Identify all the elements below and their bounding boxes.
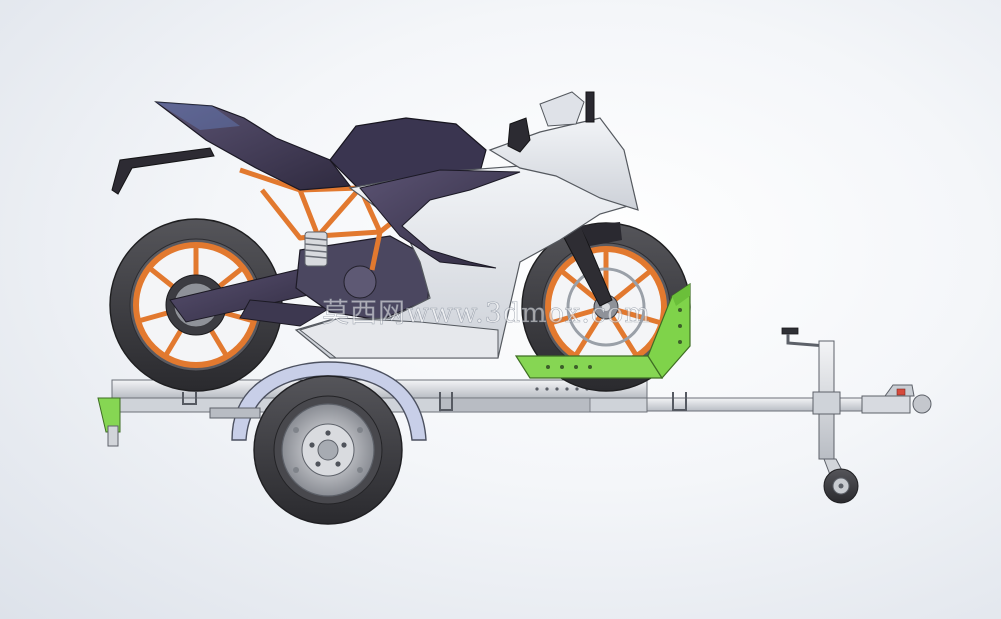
motorcycle-icon xyxy=(109,91,691,392)
motorcycle-rear-bracket xyxy=(111,147,215,195)
trailer xyxy=(97,327,932,525)
trailer-mudguard xyxy=(231,361,427,441)
motorcycle-rear-shock xyxy=(304,231,328,267)
jockey-wheel-assembly xyxy=(781,327,859,504)
motorcycle-mirror xyxy=(585,91,595,123)
trailer-coupling xyxy=(861,384,932,414)
motorcycle-tail-section xyxy=(154,101,352,191)
motorcycle-handlebar xyxy=(507,117,531,153)
wheel-chock xyxy=(514,282,691,379)
motorcycle-windscreen xyxy=(539,91,585,127)
trailer-rail-holes xyxy=(535,387,589,391)
wheel-icon xyxy=(253,375,403,525)
motorcycle-fairing-accent xyxy=(359,169,521,269)
rear-light-bracket xyxy=(97,397,121,433)
motorcycle-belly-pan xyxy=(298,317,499,359)
frame-clamps xyxy=(182,392,687,411)
